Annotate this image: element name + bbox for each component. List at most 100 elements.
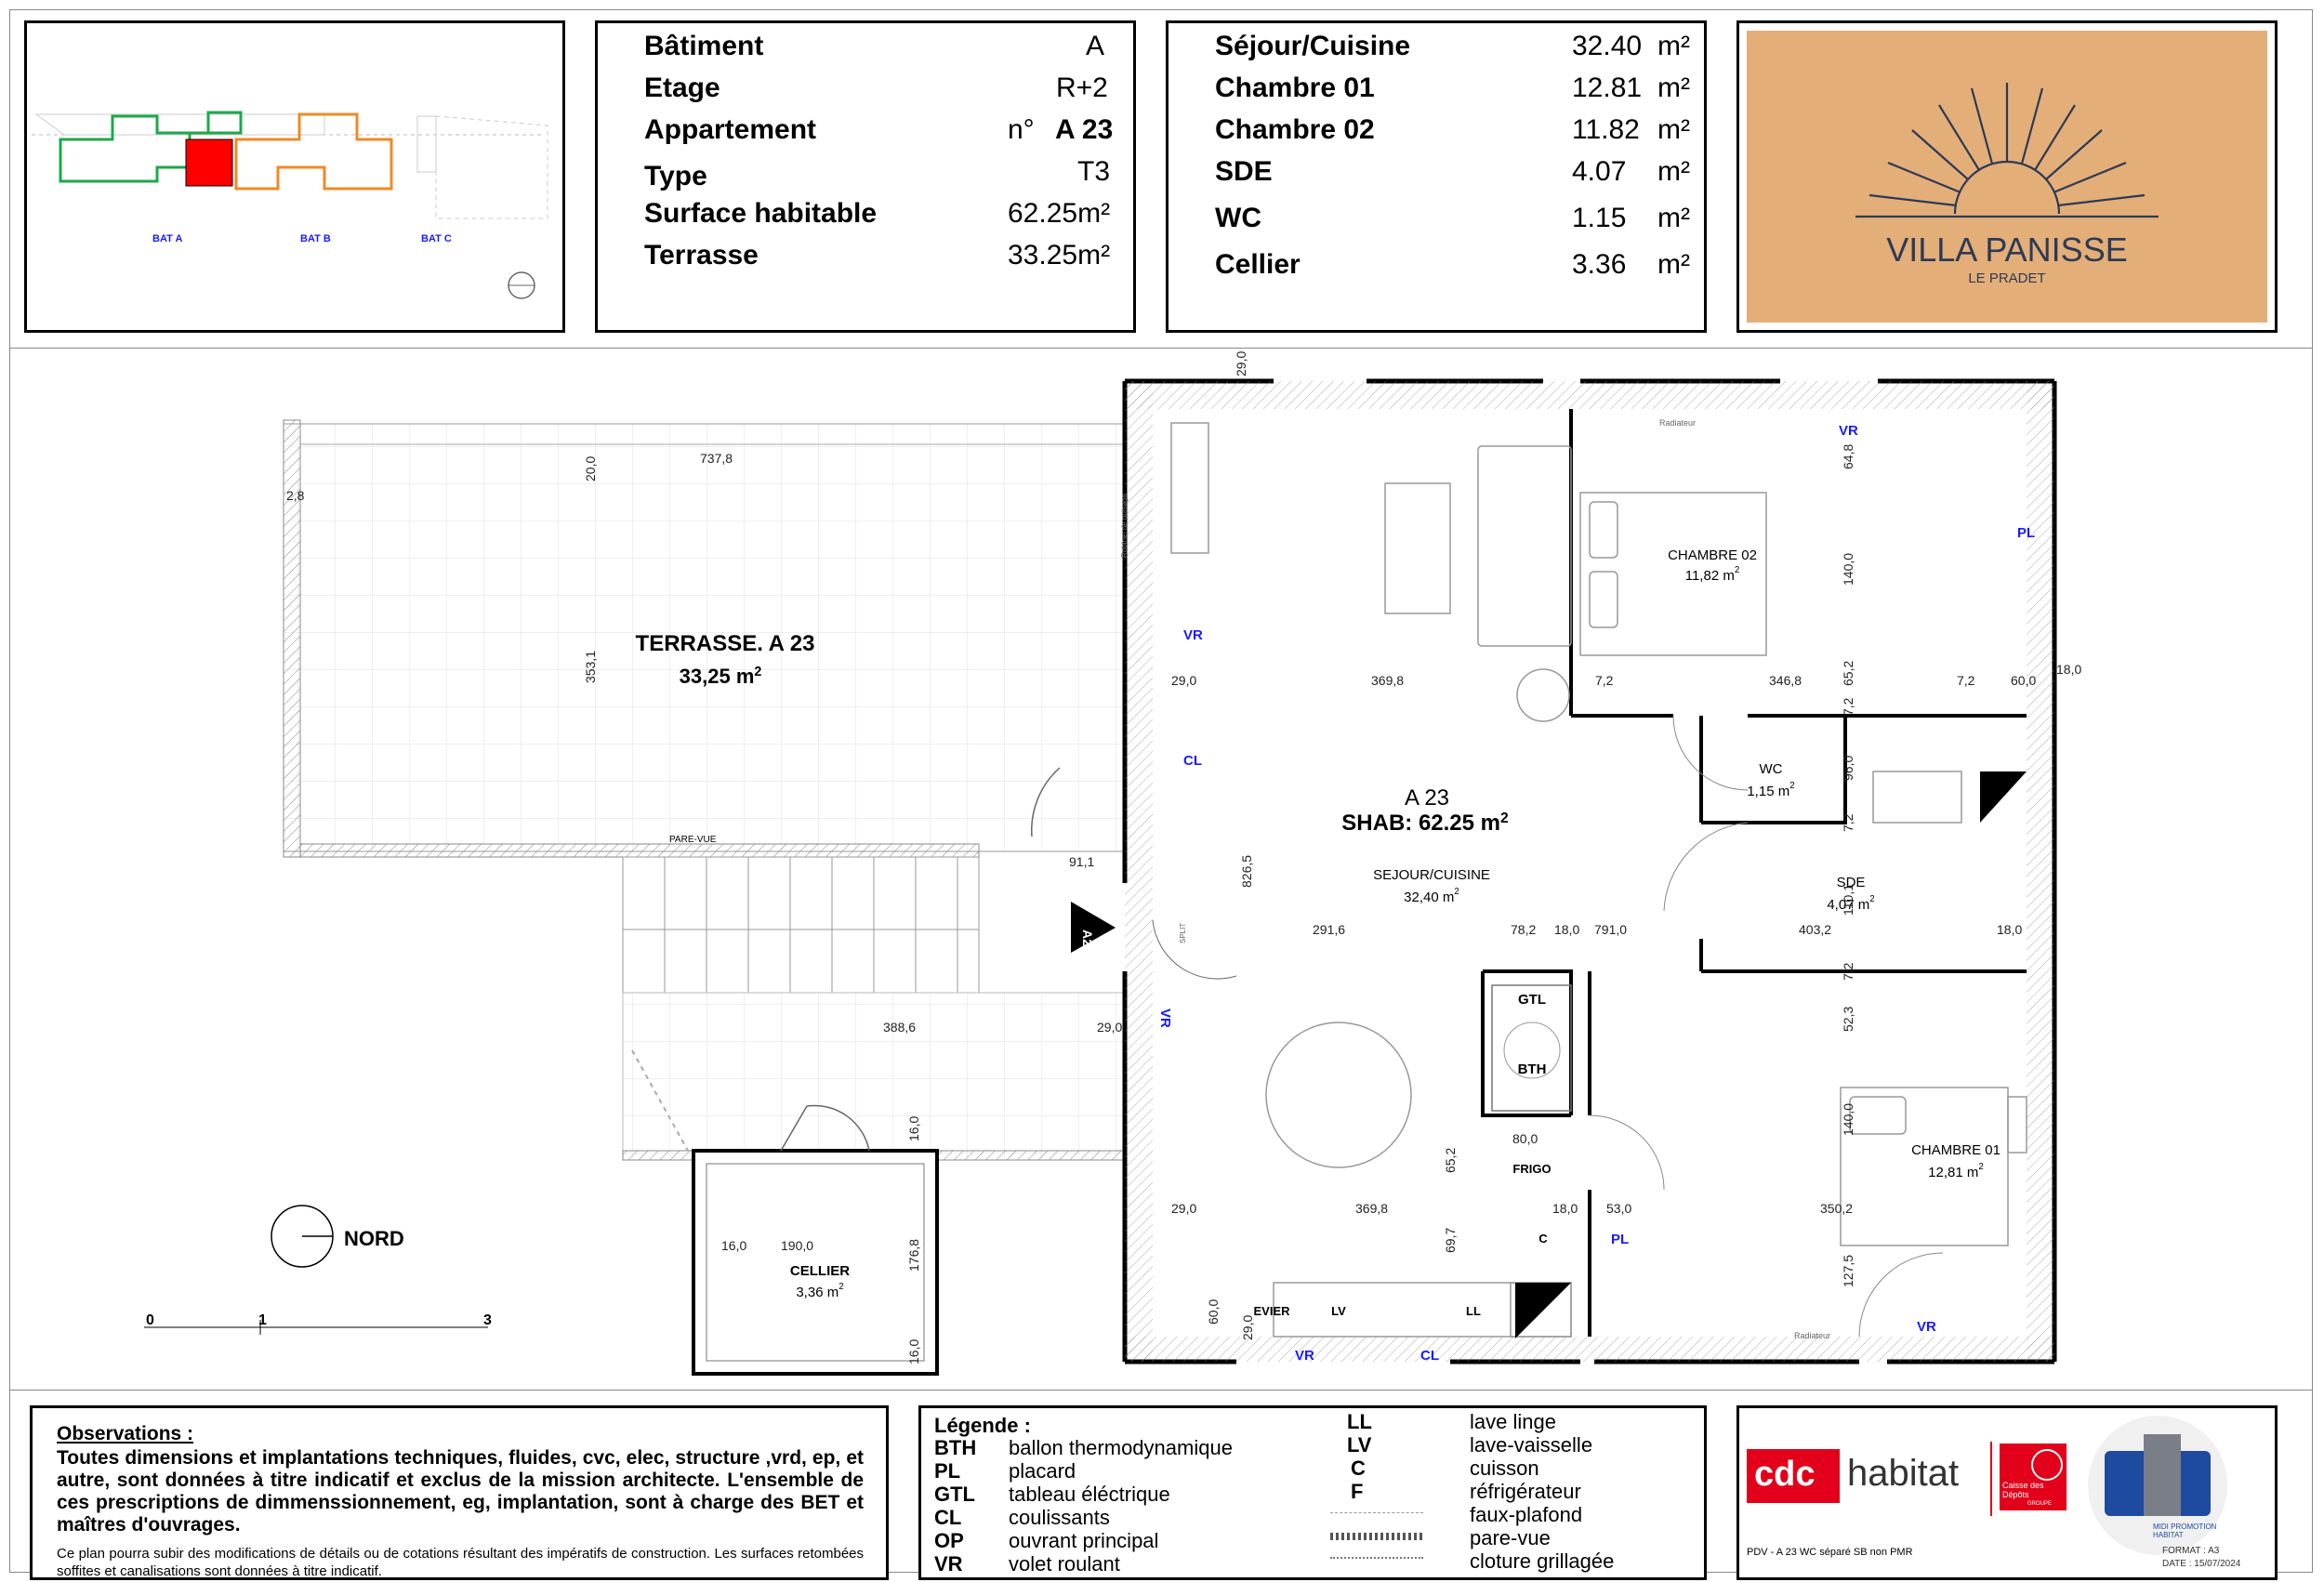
radiator-label: Radiateur (1659, 418, 1696, 428)
dimension-labels: 29,0 2,8 20,0 737,8 353,1 29,0 369,8 7,2… (286, 351, 2081, 1364)
cellar-area: 3,36 m2 (796, 1282, 843, 1300)
bedroom1-name: CHAMBRE 01 (1911, 1142, 2000, 1158)
svg-text:53,0: 53,0 (1606, 1201, 1631, 1216)
svg-text:18,0: 18,0 (1552, 1201, 1578, 1216)
svg-text:16,0: 16,0 (721, 1238, 746, 1253)
cdc-logo: cdc (1747, 1449, 1840, 1503)
observations-body: Toutes dimensions et implantations techn… (57, 1447, 864, 1536)
svg-text:60,0: 60,0 (1206, 1299, 1221, 1325)
document-format: FORMAT : A3 (2162, 1546, 2220, 1556)
vr-label-3: VR (1839, 423, 1858, 439)
svg-text:18,0: 18,0 (2056, 662, 2081, 677)
svg-text:80,0: 80,0 (1512, 1131, 1538, 1146)
sink-label: EVIER (1253, 1304, 1290, 1318)
svg-text:7,2: 7,2 (1841, 813, 1855, 832)
bat-a-label: BAT A (152, 233, 182, 244)
tap-label: Robinet de puisage (1120, 494, 1129, 558)
bth-unit (1491, 984, 1572, 1112)
svg-text:190,0: 190,0 (781, 1238, 813, 1253)
sde-area: 4,07 m2 (1827, 894, 1874, 913)
living-furniture (1170, 422, 1572, 1338)
pl-label-2: PL (1611, 1232, 1629, 1247)
svg-text:16,0: 16,0 (906, 1339, 921, 1364)
vr-label-2: VR (1157, 1009, 1173, 1028)
svg-text:388,6: 388,6 (883, 1020, 916, 1035)
pl-label-1: PL (2017, 525, 2035, 541)
observations-box: Observations : Toutes dimensions et impl… (30, 1405, 889, 1580)
svg-text:369,8: 369,8 (1355, 1201, 1388, 1216)
brand-place: LE PRADET (1968, 270, 2045, 286)
pare-vue-swatch (1330, 1533, 1423, 1540)
svg-text:29,0: 29,0 (1240, 1315, 1255, 1340)
bat-a-outline (59, 111, 243, 183)
legend-title: Légende : (934, 1414, 1031, 1437)
entry-marker-icon (1071, 902, 1116, 953)
bedroom1-area: 12,81 m2 (1928, 1162, 1984, 1180)
observations-title: Observations : (57, 1423, 194, 1444)
svg-text:52,3: 52,3 (1841, 1007, 1855, 1032)
north-label: NORD (344, 1227, 404, 1250)
svg-text:3: 3 (483, 1312, 492, 1328)
cellar-walls (692, 1149, 939, 1376)
shab-label: SHAB: 62.25 m2 (1341, 811, 1509, 836)
svg-text:127,5: 127,5 (1841, 1255, 1855, 1287)
svg-text:29,0: 29,0 (1234, 351, 1248, 376)
shaft-icon (1980, 771, 2027, 823)
legend-box: Légende : BTH ballon thermodynamique PL … (918, 1405, 1707, 1580)
svg-text:1: 1 (258, 1312, 267, 1328)
header-divider (9, 348, 2313, 349)
sunburst-logo-icon (1855, 83, 2159, 218)
svg-text:350,2: 350,2 (1820, 1201, 1853, 1216)
washer-label: LL (1466, 1304, 1481, 1318)
svg-text:20,0: 20,0 (583, 456, 598, 481)
dishwasher-label: LV (1331, 1304, 1346, 1318)
faux-plafond-swatch (1330, 1512, 1423, 1513)
svg-text:91,1: 91,1 (1069, 854, 1094, 869)
sde-name: SDE (1837, 875, 1866, 890)
apartment-highlight (185, 138, 233, 187)
radiator-label-2: Radiateur (1794, 1331, 1830, 1340)
frigo-label: FRIGO (1512, 1162, 1551, 1176)
bat-c-label: BAT C (421, 233, 452, 244)
svg-text:353,1: 353,1 (583, 651, 598, 683)
washbasin (1872, 771, 1962, 824)
terrace-area (283, 423, 1126, 852)
svg-text:7,2: 7,2 (1957, 673, 1975, 688)
svg-text:403,2: 403,2 (1799, 922, 1831, 937)
svg-text:16,0: 16,0 (906, 1116, 921, 1141)
svg-text:737,8: 737,8 (700, 451, 733, 466)
mph-logo: MIDI PROMOTION HABITAT (2088, 1416, 2227, 1555)
cellar-name: CELLIER (790, 1263, 850, 1279)
gtl-label: GTL (1518, 992, 1546, 1008)
wc-name: WC (1760, 761, 1783, 777)
svg-text:7,2: 7,2 (1841, 697, 1855, 716)
cdc-habitat-text: habitat (1847, 1453, 1960, 1494)
key-plan-box: BAT A BAT B BAT C (24, 20, 565, 333)
bat-b-outline (234, 112, 393, 191)
pare-vue-label: PARE-VUE (669, 835, 717, 845)
document-date: DATE : 15/07/2024 (2162, 1559, 2241, 1569)
svg-text:176,8: 176,8 (906, 1239, 921, 1272)
observations-note: Ce plan pourra subir des modifications d… (57, 1546, 864, 1579)
svg-text:64,8: 64,8 (1841, 444, 1855, 469)
bedroom2-area: 11,82 m2 (1685, 565, 1740, 584)
svg-text:7,2: 7,2 (1595, 673, 1614, 688)
footer-divider (9, 1390, 2313, 1391)
terrace-title: TERRASSE. A 23 (636, 631, 815, 656)
logos-box: cdc habitat Caisse des Dépôts GROUPE MID… (1736, 1405, 2278, 1580)
cooktop-label: C (1538, 1232, 1548, 1246)
svg-text:346,8: 346,8 (1769, 673, 1802, 688)
caisse-depots-logo: Caisse des Dépôts GROUPE (2000, 1444, 2067, 1510)
svg-text:791,0: 791,0 (1594, 922, 1627, 937)
terrace-parapet (283, 419, 301, 858)
svg-text:826,5: 826,5 (1239, 855, 1254, 888)
svg-text:78,2: 78,2 (1511, 922, 1536, 937)
svg-text:96,0: 96,0 (1841, 756, 1855, 781)
bth-tank-icon (1503, 1022, 1561, 1079)
svg-text:18,0: 18,0 (1554, 922, 1579, 937)
bedroom-furniture (1579, 492, 2027, 1246)
svg-text:140,0: 140,0 (1841, 1103, 1855, 1136)
living-area: 32,40 m2 (1404, 887, 1459, 905)
living-name: SEJOUR/CUISINE (1373, 867, 1490, 883)
